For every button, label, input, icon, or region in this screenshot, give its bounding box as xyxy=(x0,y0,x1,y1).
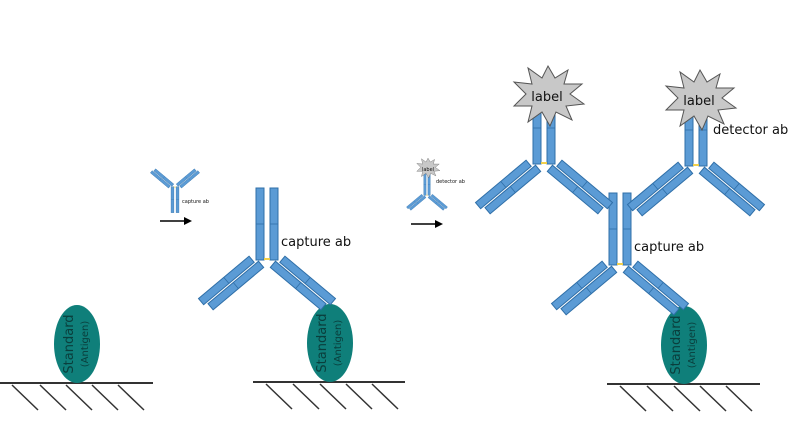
step-2-capture: Standard (Antigen) capture ab xyxy=(197,187,405,410)
label-text: label xyxy=(683,94,714,109)
antigen-label-1: Standard xyxy=(669,315,684,374)
capture-antibody-icon xyxy=(150,167,200,213)
capture-antibody-icon xyxy=(550,192,690,318)
label-small-text: label xyxy=(422,167,434,173)
step-3-detector: Standard (Antigen) capture ab label labe… xyxy=(474,65,788,412)
antigen-ellipse xyxy=(661,306,707,384)
antigen-label-2: (Antigen) xyxy=(333,320,344,367)
detector-ab-small-label: detector ab xyxy=(436,179,465,185)
antigen-label-2: (Antigen) xyxy=(80,321,91,368)
step-1-antigen: Standard (Antigen) xyxy=(0,305,153,411)
add-capture-ab: capture ab xyxy=(150,167,209,225)
label-text: label xyxy=(531,90,562,105)
capture-ab-small-label: capture ab xyxy=(182,199,209,205)
surface-hatching xyxy=(265,383,399,410)
antigen-label-1: Standard xyxy=(315,313,330,372)
capture-ab-label: capture ab xyxy=(281,235,351,250)
antigen-label-1: Standard xyxy=(62,314,77,373)
antigen-label-2: (Antigen) xyxy=(687,322,698,369)
antigen-ellipse xyxy=(307,304,353,382)
arrow-1-head-icon xyxy=(184,217,192,225)
add-detector-ab: label detector ab xyxy=(406,157,465,228)
detector-ab-label: detector ab xyxy=(713,123,788,138)
surface-hatching xyxy=(619,385,753,412)
surface-hatching xyxy=(11,384,145,411)
antigen-ellipse xyxy=(54,305,100,383)
capture-antibody-icon xyxy=(197,187,337,313)
capture-ab-label: capture ab xyxy=(634,240,704,255)
arrow-2-head-icon xyxy=(435,220,443,228)
